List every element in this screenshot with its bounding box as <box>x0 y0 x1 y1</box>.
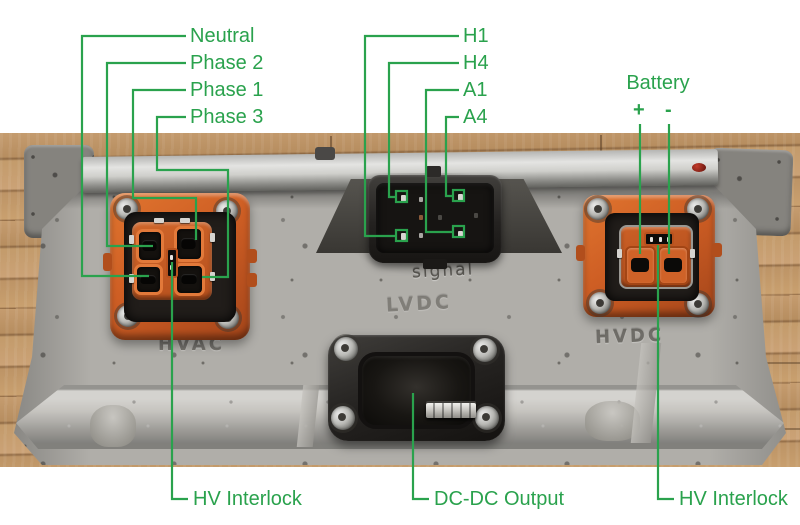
pin <box>419 215 423 220</box>
hvac-socket-neutral <box>134 264 163 295</box>
pin <box>419 197 423 202</box>
signal-top-tab <box>426 166 441 177</box>
hvac-side-tab <box>247 273 257 287</box>
callout-line-hv-interlock-right <box>656 245 674 501</box>
callout-line-phase3 <box>155 115 230 279</box>
callout-line-hv-interlock-left <box>170 262 188 501</box>
callout-label-battery-plus: + <box>633 99 645 121</box>
callout-label-hv-interlock-left: HV Interlock <box>193 488 302 510</box>
clip <box>210 233 215 242</box>
pin-marker-a4 <box>451 188 466 203</box>
callout-label-battery: Battery <box>626 72 690 94</box>
callout-label-a4: A4 <box>463 106 488 128</box>
hvac-side-tab <box>247 249 257 263</box>
wood-seam <box>600 135 602 152</box>
callout-line-h4 <box>387 61 459 199</box>
signal-bottom-tab <box>423 259 447 269</box>
bolt <box>589 292 611 314</box>
case-foot <box>90 405 136 447</box>
cover-clamp <box>315 147 335 160</box>
clip <box>154 218 164 223</box>
callout-line-neutral <box>80 34 186 278</box>
pin-a1 <box>458 231 463 238</box>
dc-dc-output-connector <box>328 335 505 441</box>
photo-background-wood-floor: signal LVDC HVAC HVDC <box>0 133 800 467</box>
hvdc-side-tab <box>712 243 722 257</box>
signal-connector <box>368 166 502 269</box>
callout-line-a1 <box>424 88 459 234</box>
callout-label-battery-minus: - <box>665 99 672 121</box>
callout-label-h4: H4 <box>463 52 489 74</box>
bolt <box>475 406 499 430</box>
hvac-side-tab <box>103 253 112 271</box>
wood-seam <box>330 136 332 155</box>
clip <box>617 249 622 258</box>
callout-line-a4 <box>444 115 459 198</box>
hvac-socket-phase1 <box>174 226 204 262</box>
callout-line-dcdc-output <box>411 393 429 501</box>
callout-label-h1: H1 <box>463 25 489 47</box>
callout-line-h1 <box>363 34 459 238</box>
pin-marker-h1 <box>394 228 409 243</box>
callout-label-hv-interlock-right: HV Interlock <box>679 488 788 510</box>
callout-label-dcdc-output: DC-DC Output <box>434 488 565 510</box>
pin-h1 <box>401 233 406 240</box>
clip <box>690 249 695 258</box>
callout-label-neutral: Neutral <box>190 25 255 47</box>
hvdc-side-tab <box>576 245 585 261</box>
callout-label-phase2: Phase 2 <box>190 52 264 74</box>
wood-seam <box>745 362 800 364</box>
bolt <box>334 337 358 361</box>
pin-h4 <box>401 195 406 202</box>
pin <box>438 215 442 220</box>
callout-label-phase1: Phase 1 <box>190 79 264 101</box>
dcdc-recess <box>358 352 476 429</box>
clip <box>129 274 134 283</box>
pin-marker-h4 <box>394 189 409 204</box>
hvac-socket-phase3 <box>174 263 205 296</box>
pin <box>419 233 423 238</box>
callout-label-phase3: Phase 3 <box>190 106 264 128</box>
pin <box>474 213 478 218</box>
callout-label-a1: A1 <box>463 79 488 101</box>
clip <box>180 218 190 223</box>
bolt <box>473 338 497 362</box>
dcdc-blade-terminal <box>426 403 476 418</box>
bolt <box>331 406 355 430</box>
red-seal-bead <box>692 163 706 172</box>
bolt <box>587 198 609 220</box>
callout-line-phase2 <box>105 61 186 248</box>
pin-a4 <box>458 194 463 201</box>
callout-line-phase1 <box>131 88 198 240</box>
clip <box>129 235 134 244</box>
pin-marker-a1 <box>451 224 466 239</box>
